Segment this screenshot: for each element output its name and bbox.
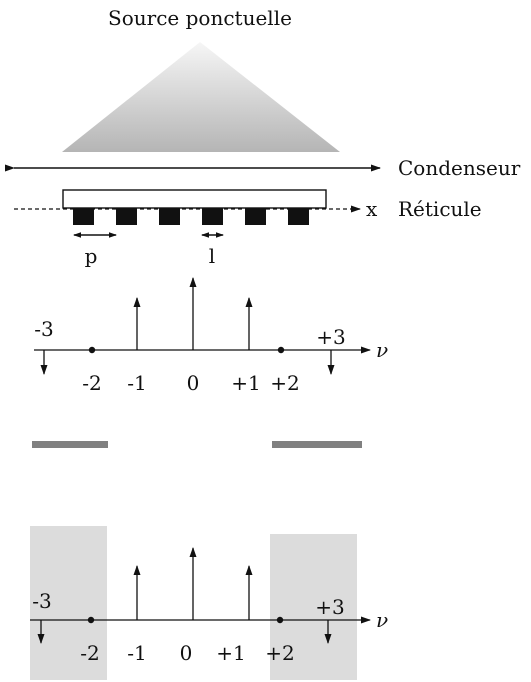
mask-bar-left: [32, 441, 108, 448]
order-label: -3: [34, 317, 53, 341]
width-label: l: [209, 244, 215, 268]
order-label: +3: [315, 595, 344, 619]
x-axis-label: x: [366, 197, 378, 221]
order-m2-dot: [88, 346, 96, 354]
order-label: -2: [82, 371, 101, 395]
spectrum-bottom: ν -3 -2 -1 0 +1 +2 +3: [30, 526, 388, 680]
spectrum-top: ν -3 -2 -1 0 +1 +2 +3: [34, 277, 388, 395]
reticle-line: [288, 208, 309, 225]
nu-axis-label: ν: [376, 608, 388, 632]
reticle-lines: [73, 208, 309, 225]
order-label: 0: [187, 371, 200, 395]
order-label: +1: [231, 371, 260, 395]
order-label: +1: [216, 641, 245, 665]
order-label: +3: [316, 325, 345, 349]
source-label: Source ponctuelle: [108, 6, 292, 30]
nu-axis-label: ν: [376, 338, 388, 362]
reticle-plate: [62, 189, 327, 209]
mask-bar-right: [272, 441, 362, 448]
reticle-line: [159, 208, 180, 225]
order-p2-dot: [276, 616, 284, 624]
reticle-line: [245, 208, 266, 225]
reticle-label: Réticule: [398, 197, 482, 221]
order-m2-dot: [87, 616, 95, 624]
light-cone: [62, 42, 340, 152]
order-label: -1: [127, 641, 146, 665]
order-label: -1: [127, 371, 146, 395]
order-label: +2: [265, 641, 294, 665]
reticle-line: [116, 208, 137, 225]
blocked-zone-right: [270, 534, 357, 680]
order-label: 0: [180, 641, 193, 665]
reticle-line: [202, 208, 223, 225]
order-label: +2: [270, 371, 299, 395]
reticle-line: [73, 208, 94, 225]
order-p2-dot: [277, 346, 285, 354]
condenser-label: Condenseur: [398, 156, 521, 180]
blocked-zone-left: [30, 526, 107, 680]
order-label: -2: [80, 641, 99, 665]
order-label: -3: [32, 589, 51, 613]
period-label: p: [85, 244, 98, 268]
